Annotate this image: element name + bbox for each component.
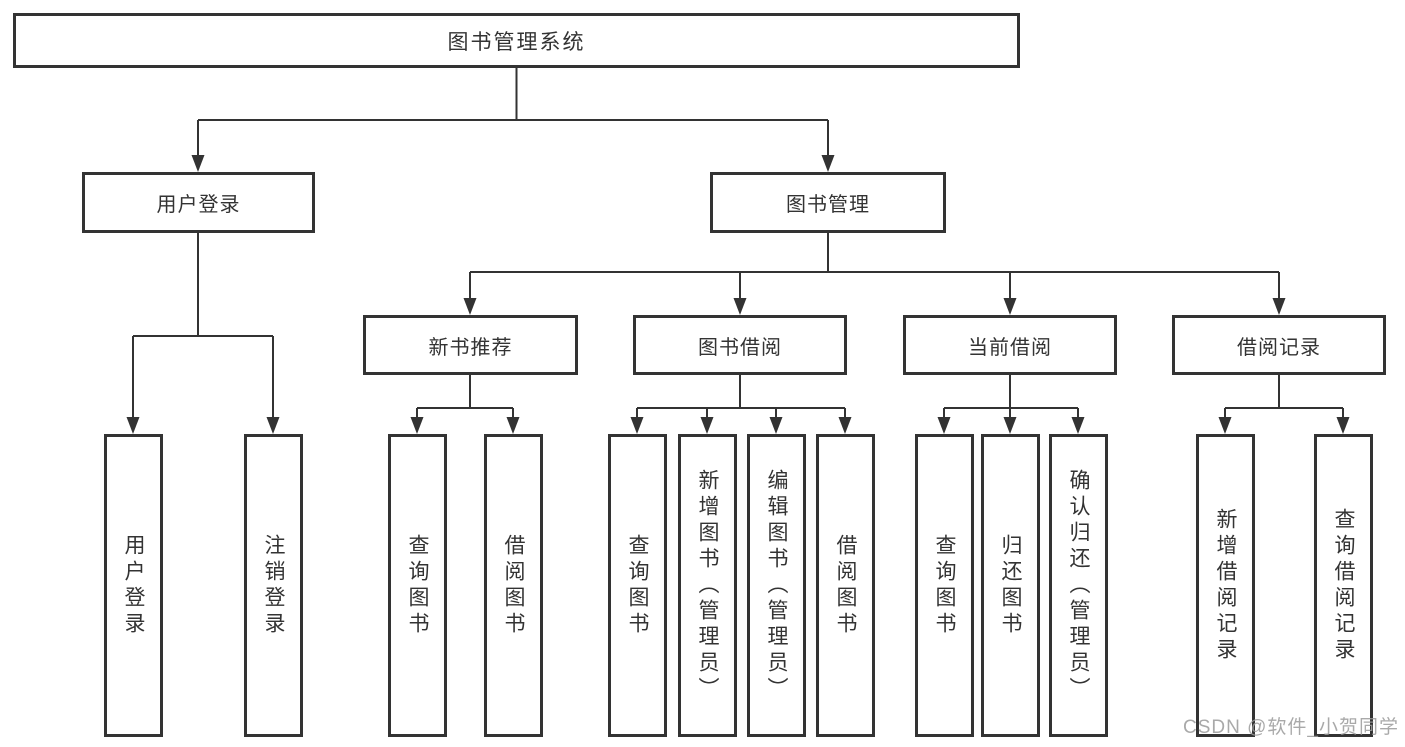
leaf-add-borrow-record: 新增借阅记录 <box>1196 434 1255 737</box>
node-user-login: 用户登录 <box>82 172 315 233</box>
leaf-confirm-return-admin: 确认归还（管理员） <box>1049 434 1108 737</box>
leaf-edit-book-admin: 编辑图书（管理员） <box>747 434 806 737</box>
leaf-user-login: 用户登录 <box>104 434 163 737</box>
leaf-query-books-borrowing: 查询图书 <box>608 434 667 737</box>
leaf-borrow-books-borrowing: 借阅图书 <box>816 434 875 737</box>
csdn-watermark: CSDN @软件_小贺同学 <box>1183 717 1399 738</box>
node-library-management-system: 图书管理系统 <box>13 13 1020 68</box>
leaf-add-book-admin: 新增图书（管理员） <box>678 434 737 737</box>
node-new-book-recommendation: 新书推荐 <box>363 315 578 375</box>
leaf-query-borrow-record: 查询借阅记录 <box>1314 434 1373 737</box>
leaf-borrow-books-recommend: 借阅图书 <box>484 434 543 737</box>
leaf-query-books-current: 查询图书 <box>915 434 974 737</box>
node-borrowing-records: 借阅记录 <box>1172 315 1386 375</box>
node-book-borrowing: 图书借阅 <box>633 315 847 375</box>
leaf-query-books-recommend: 查询图书 <box>388 434 447 737</box>
node-current-borrowing: 当前借阅 <box>903 315 1117 375</box>
node-book-management: 图书管理 <box>710 172 946 233</box>
leaf-logout-login: 注销登录 <box>244 434 303 737</box>
leaf-return-books: 归还图书 <box>981 434 1040 737</box>
